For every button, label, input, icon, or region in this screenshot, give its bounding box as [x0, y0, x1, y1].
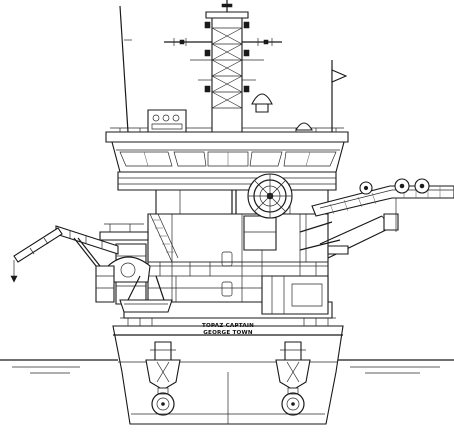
port-knuckle-boom-crane [11, 226, 150, 304]
roof-equipment [120, 6, 346, 132]
starboard-azimuth-thruster [276, 342, 310, 415]
side-platforms [100, 224, 348, 254]
lattice-mast [164, 0, 282, 132]
radome-small [296, 123, 312, 130]
hull-name-line-1: TOPAZ CAPTAIN [202, 323, 254, 329]
mast-bracing [212, 28, 242, 108]
port-azimuth-thruster [146, 342, 180, 415]
starboard-access-gangway [300, 179, 454, 258]
exhaust-pipes [176, 190, 306, 302]
equipment-box [244, 216, 276, 250]
rescue-boat-davit [120, 276, 172, 312]
wheelhouse-windows [120, 152, 336, 166]
navigation-lights [205, 22, 249, 92]
handrail [148, 262, 328, 276]
stairway [150, 214, 178, 262]
bridge-level [106, 128, 348, 214]
cable-reel-drum [248, 174, 292, 218]
mast-yards [164, 38, 282, 80]
whip-antenna [120, 6, 128, 132]
hull-name-line-2: GEORGE TOWN [203, 330, 253, 336]
main-deckhouse [124, 214, 332, 318]
deck-door [222, 282, 232, 296]
radome-dome [252, 94, 272, 104]
waterline [0, 360, 454, 373]
